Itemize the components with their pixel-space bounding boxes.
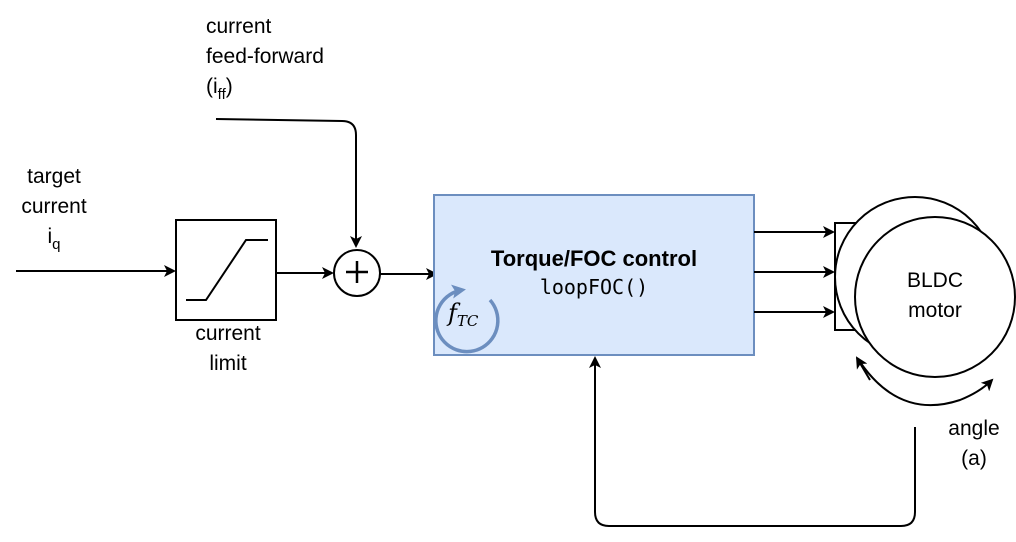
motor-line1: BLDC [906, 269, 964, 292]
motor-label: BLDC motor [885, 266, 985, 326]
rotation-arrow-start [855, 356, 871, 381]
angle-line1: angle [948, 417, 1000, 440]
feed-forward-line2: feed-forward [206, 45, 324, 68]
angle-label: angle (a) [934, 414, 1014, 474]
foc-control-label: Torque/FOC control loopFOC() [434, 244, 754, 300]
target-current-label: target current iq [4, 162, 104, 252]
current-limit-line2: limit [209, 352, 247, 375]
target-current-symbol: iq [47, 225, 61, 253]
feed-forward-label: current feed-forward (iff) [206, 12, 324, 102]
foc-control-title: Torque/FOC control [490, 246, 698, 271]
motor-rotor [854, 216, 1016, 378]
foc-function-name: loopFOC() [539, 275, 649, 299]
rotation-arrow [859, 361, 994, 407]
feed-forward-line1: current [206, 15, 272, 38]
saturation-icon [186, 239, 268, 301]
angle-line2: (a) [961, 447, 987, 470]
current-limit-line1: current [195, 322, 261, 345]
target-current-line1: target [27, 165, 81, 188]
target-current-line2: current [21, 195, 87, 218]
feed-forward-symbol: (iff) [206, 75, 233, 103]
feed-forward-arrow [215, 118, 362, 248]
current-limit-label: current limit [176, 319, 280, 379]
loop-frequency-icon [434, 284, 500, 354]
angle-feedback-arrow [589, 356, 916, 527]
foc-control-block [433, 194, 755, 356]
loop-frequency-label: fTC [448, 299, 479, 330]
motor-line2: motor [908, 299, 962, 322]
